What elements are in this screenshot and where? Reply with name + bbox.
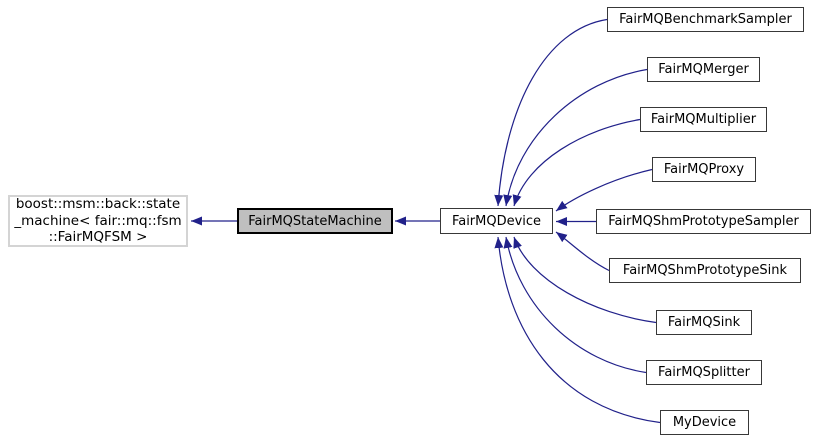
node-fairmqmultiplier[interactable]: FairMQMultiplier [640,107,767,132]
node-mydevice[interactable]: MyDevice [660,410,749,435]
node-fairmqsink[interactable]: FairMQSink [656,310,752,335]
node-label-line: ::FairMQFSM > [48,229,148,246]
node-fairmqstatemachine: FairMQStateMachine [237,208,393,234]
edge-shmprototypesink-to-device [555,231,610,272]
node-fairmqshmprototypesink[interactable]: FairMQShmPrototypeSink [609,258,801,283]
node-label-line: _machine< fair::mq::fsm [14,212,182,229]
edge-benchmarksampler-to-device [494,18,608,207]
edge-multiplier-to-device [512,118,641,207]
node-boost-msm-state-machine: boost::msm::back::state _machine< fair::… [8,195,188,247]
node-fairmqbenchmarksampler[interactable]: FairMQBenchmarkSampler [607,7,804,32]
node-fairmqmerger[interactable]: FairMQMerger [647,57,760,82]
edge-splitter-to-device [503,236,647,374]
edge-merger-to-device [503,68,648,207]
node-fairmqsplitter[interactable]: FairMQSplitter [646,360,762,385]
node-fairmqproxy[interactable]: FairMQProxy [652,157,756,182]
node-label-line: boost::msm::back::state [15,196,181,213]
edge-proxy-to-device [555,168,653,212]
node-fairmqdevice[interactable]: FairMQDevice [440,208,553,234]
edge-mydevice-to-device [494,236,661,424]
edge-sink-to-device [513,236,657,324]
node-fairmqshmprototypesampler[interactable]: FairMQShmPrototypeSampler [596,209,811,234]
